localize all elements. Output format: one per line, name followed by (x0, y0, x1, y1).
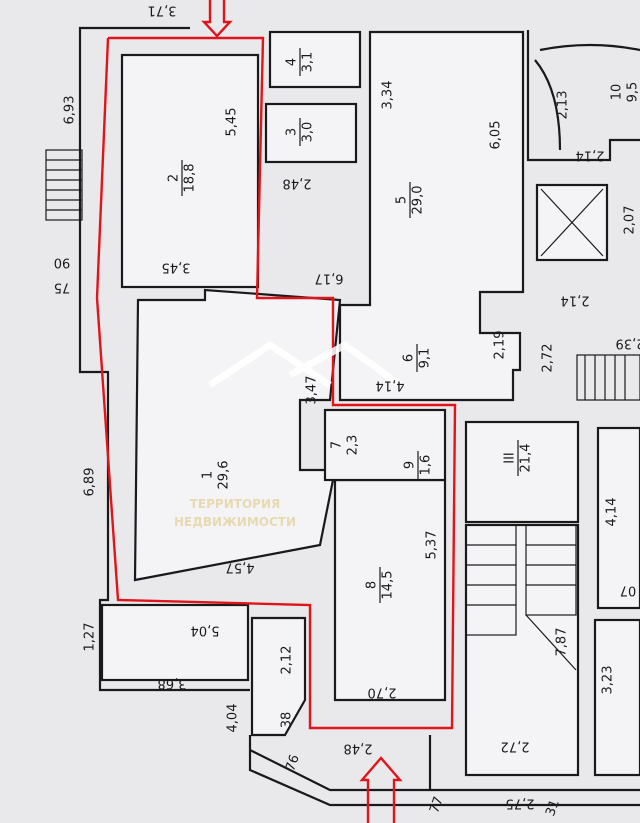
room-number: 10 (610, 84, 625, 101)
dimension: 4,57 (226, 560, 255, 575)
dimension: 2,72 (501, 739, 530, 754)
dimension: 7,87 (555, 628, 570, 657)
room-area: 14,5 (381, 571, 396, 600)
dimension: 2,72 (541, 344, 556, 373)
room-number: 9 (403, 461, 418, 469)
room-2 (120, 53, 260, 289)
dimension: 07 (620, 583, 637, 598)
watermark-line1: ТЕРРИТОРИЯ (190, 497, 280, 511)
room-area: 29,6 (217, 461, 232, 490)
dimension: 3,68 (158, 676, 187, 691)
dimension: 76 (283, 753, 303, 774)
dimension: 4,04 (226, 704, 241, 733)
watermark-line2: НЕДВИЖИМОСТИ (174, 515, 296, 529)
dimension: 2,75 (506, 796, 535, 811)
room-number: 3 (285, 128, 300, 136)
room-area: 1,6 (419, 455, 434, 476)
dimension: 3,71 (148, 3, 177, 18)
room-right-top (596, 426, 640, 610)
dimension: 2,70 (368, 685, 397, 700)
vestibule (250, 616, 307, 737)
dimension: 4,14 (605, 498, 620, 527)
walls (78, 26, 640, 807)
dimension: 2,19 (493, 331, 508, 360)
room-number: 2 (167, 174, 182, 182)
dimension: 2,07 (623, 206, 638, 235)
dimension: 75 (54, 280, 71, 295)
dimension: 6,93 (63, 96, 78, 125)
room-7-9 (323, 408, 447, 482)
room-4 (268, 30, 362, 89)
room-area: 18,8 (183, 164, 198, 193)
entrance-arrow-top-icon (201, 0, 233, 38)
watermark-logo: ТЕРРИТОРИЯ НЕДВИЖИМОСТИ (174, 340, 403, 529)
premises-outline (95, 36, 457, 730)
stairs (45, 149, 640, 671)
dimension: 2,48 (344, 741, 373, 756)
dimension: 38 (280, 712, 295, 729)
dimension: 2,14 (561, 293, 590, 308)
room-number: 7 (330, 441, 345, 449)
room-area: 3,1 (301, 52, 316, 73)
dimension: 31 (543, 798, 563, 819)
dimension: 5,37 (425, 531, 440, 560)
dimension: 2,39 (616, 336, 640, 351)
room-III (464, 420, 580, 524)
dimension: 4,14 (376, 378, 405, 393)
room-number: III (503, 452, 518, 464)
room-area: 29,0 (411, 186, 426, 215)
dimension: 2,48 (283, 176, 312, 191)
dimension: 6,05 (489, 121, 504, 150)
dimension: 3,23 (601, 666, 616, 695)
dimension: 6,89 (83, 468, 98, 497)
stair-landing (464, 523, 580, 777)
room-number: 8 (365, 581, 380, 589)
dimension: 3,47 (305, 376, 320, 405)
room-bottom-left (100, 603, 250, 682)
room-area: 2,3 (346, 435, 361, 456)
entrance-arrow-bottom-icon (359, 756, 403, 823)
dimension: 5,45 (225, 108, 240, 137)
dimension: 3,34 (381, 81, 396, 110)
room-area: 21,4 (519, 444, 534, 473)
dimension: 3,45 (162, 260, 191, 275)
room-area: 3,0 (301, 122, 316, 143)
room-right-bottom (593, 618, 640, 777)
room-number: 4 (285, 58, 300, 66)
dimension: 90 (54, 255, 71, 270)
dimension: 5,04 (191, 623, 220, 638)
room-area: 9,5 (626, 82, 640, 103)
dimension: 77 (427, 795, 447, 816)
dimension: 2,12 (280, 646, 295, 675)
room-number: 5 (395, 196, 410, 204)
room-number: 1 (201, 471, 216, 479)
room-area: 9,1 (418, 348, 433, 369)
room-1 (133, 288, 342, 582)
room-number: 6 (402, 354, 417, 362)
dimension: 6,17 (315, 271, 344, 286)
room-3 (264, 102, 358, 164)
dimension: 2,14 (576, 148, 605, 163)
dimension-labels: 3,71 6,93 90 75 5,45 3,45 3,34 2,48 6,05… (54, 3, 640, 819)
dimension: 1,27 (83, 623, 98, 652)
dimension: 2,13 (556, 91, 571, 120)
